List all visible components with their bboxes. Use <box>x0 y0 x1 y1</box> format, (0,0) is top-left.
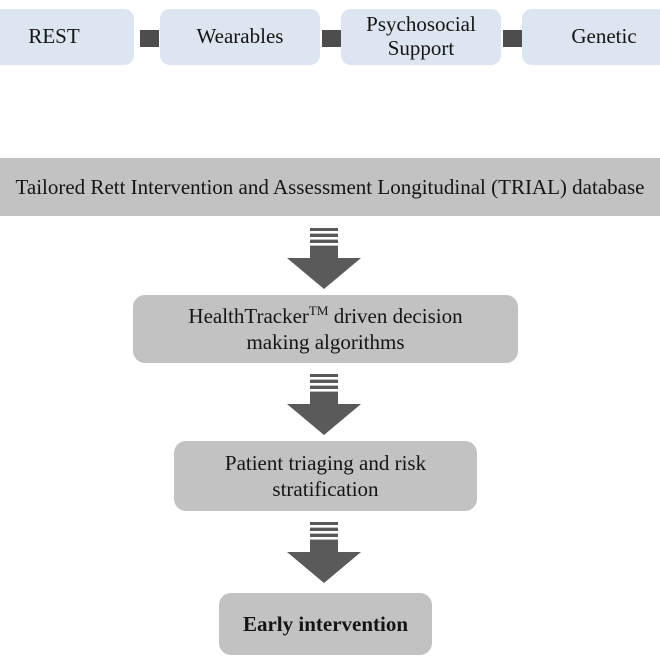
arrow-algorithms-to-triaging <box>281 374 367 436</box>
database-band[interactable]: Tailored Rett Intervention and Assessmen… <box>0 158 660 216</box>
connector-wearables-psychosocial <box>322 30 341 47</box>
input-box-genetic-label: Genetic <box>571 24 637 49</box>
input-box-rest-label: REST <box>28 24 80 49</box>
connector-rest-wearables <box>140 30 159 47</box>
input-box-psychosocial-support-line2: Support <box>387 36 455 60</box>
input-box-genetic[interactable]: Genetic <box>522 9 660 65</box>
trademark-symbol: TM <box>308 302 329 318</box>
connector-psychosocial-genetic <box>503 30 522 47</box>
database-band-label: Tailored Rett Intervention and Assessmen… <box>15 174 645 199</box>
process-box-early-intervention-label: Early intervention <box>242 611 409 636</box>
arrow-database-to-algorithms <box>281 228 367 290</box>
healthtracker-word: HealthTracker <box>188 303 309 328</box>
process-box-triaging-line2: stratification <box>272 477 379 501</box>
process-box-patient-triaging[interactable]: Patient triaging and risk stratification <box>174 441 477 511</box>
process-box-healthtracker-line1: HealthTrackerTM driven decision <box>188 303 462 329</box>
input-box-wearables-label: Wearables <box>196 24 284 49</box>
process-box-early-intervention[interactable]: Early intervention <box>219 593 432 655</box>
healthtracker-line1-rest: driven decision <box>328 303 463 328</box>
process-box-healthtracker-algorithms[interactable]: HealthTrackerTM driven decision making a… <box>133 295 518 363</box>
input-box-wearables[interactable]: Wearables <box>160 9 320 65</box>
input-box-psychosocial-support-line1: Psychosocial <box>366 12 476 37</box>
input-box-psychosocial-support[interactable]: Psychosocial Support <box>341 9 501 65</box>
process-box-healthtracker-line2: making algorithms <box>246 330 405 354</box>
arrow-triaging-to-intervention <box>281 522 367 584</box>
input-box-rest[interactable]: REST <box>0 9 134 65</box>
process-box-triaging-line1: Patient triaging and risk <box>224 450 427 475</box>
